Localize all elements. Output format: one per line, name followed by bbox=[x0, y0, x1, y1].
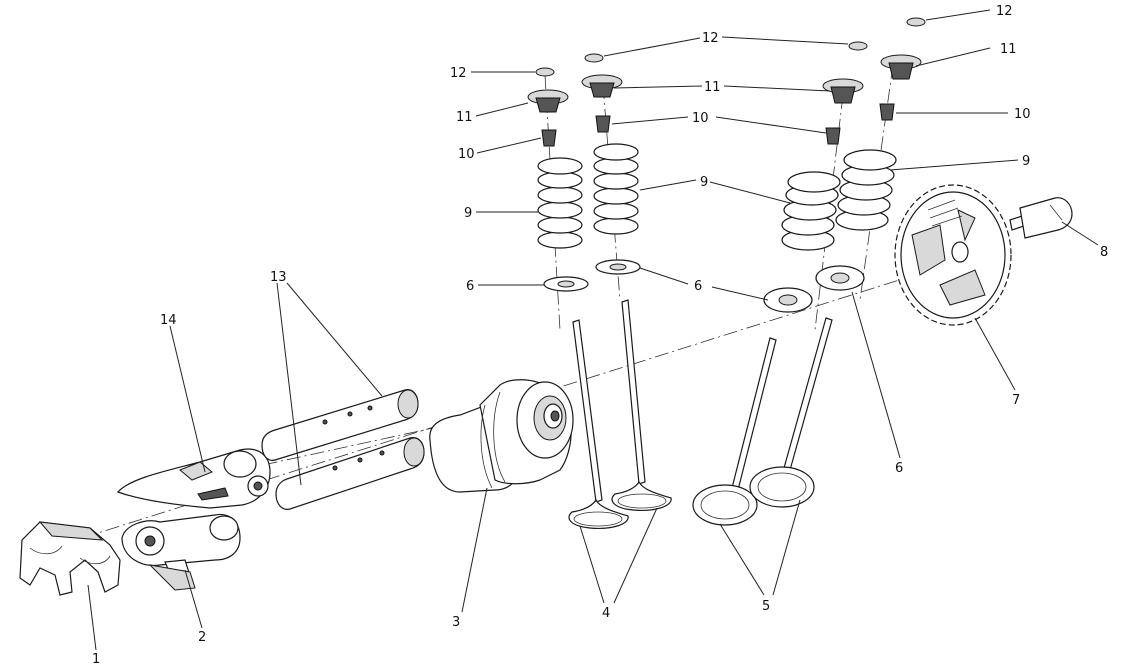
retainers-part-11 bbox=[527, 54, 922, 113]
bolt-part-8 bbox=[1009, 197, 1073, 239]
callout-1: 1 bbox=[92, 652, 100, 667]
callout-5: 5 bbox=[762, 599, 770, 614]
callout-12-left: 12 bbox=[450, 66, 467, 81]
rocker-arm-part-2 bbox=[121, 513, 241, 591]
callout-4: 4 bbox=[602, 606, 610, 621]
callout-labels: 1 2 3 4 5 6 6 6 7 8 9 9 9 10 10 10 11 11… bbox=[92, 4, 1108, 667]
callout-10-right: 10 bbox=[1014, 107, 1031, 122]
callout-8: 8 bbox=[1100, 245, 1108, 260]
callout-2: 2 bbox=[198, 630, 206, 645]
callout-3: 3 bbox=[452, 615, 460, 630]
callout-14: 14 bbox=[160, 313, 177, 328]
callout-9-middle: 9 bbox=[700, 175, 708, 190]
callout-6-left: 6 bbox=[466, 279, 474, 294]
rocker-arm-part-14 bbox=[116, 448, 271, 509]
spring-seats-part-6 bbox=[543, 259, 865, 313]
callout-9-right: 9 bbox=[1022, 154, 1030, 169]
callout-10-left: 10 bbox=[458, 147, 475, 162]
camshaft-part-3 bbox=[429, 379, 574, 493]
cam-sprocket-part-7 bbox=[894, 184, 1012, 326]
leader-lines bbox=[87, 9, 1099, 651]
callout-11-left: 11 bbox=[456, 110, 473, 125]
callout-12-right: 12 bbox=[996, 4, 1013, 19]
callout-13: 13 bbox=[270, 270, 287, 285]
callout-10-middle: 10 bbox=[692, 111, 709, 126]
callout-7: 7 bbox=[1012, 393, 1020, 408]
valves-part-5 bbox=[692, 317, 833, 526]
valve-springs-part-9 bbox=[537, 143, 897, 251]
rocker-shafts-part-13 bbox=[261, 389, 425, 510]
callout-9-left: 9 bbox=[464, 206, 472, 221]
callout-6-middle: 6 bbox=[694, 279, 702, 294]
callout-12-middle: 12 bbox=[702, 31, 719, 46]
rocker-fork-part-1 bbox=[19, 521, 121, 596]
lash-caps-part-12 bbox=[535, 17, 926, 77]
callout-6-right: 6 bbox=[895, 461, 903, 476]
collets-part-10 bbox=[541, 103, 895, 147]
valves-part-4 bbox=[568, 299, 672, 529]
callout-11-right: 11 bbox=[1000, 42, 1017, 57]
callout-11-middle: 11 bbox=[704, 80, 721, 95]
